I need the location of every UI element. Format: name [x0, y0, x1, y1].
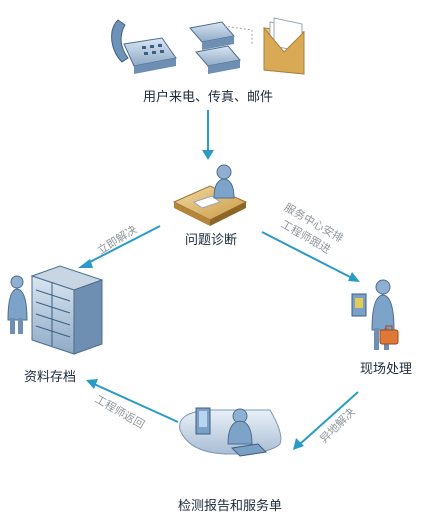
- arrow-contact-to-diagnose: [202, 110, 214, 160]
- mail-icon: [263, 17, 305, 75]
- person-icon: [7, 275, 28, 334]
- arrow-onsite-to-report: [293, 391, 359, 450]
- contact-label: 用户来电、传真、邮件: [143, 89, 273, 105]
- telephone-icon: [111, 19, 177, 74]
- report-label: 检测报告和服务单: [178, 498, 282, 514]
- diagnose-label: 问题诊断: [185, 233, 237, 248]
- arrow-diagnose-to-onsite: [261, 231, 360, 282]
- arrow-report-to-archive: [86, 379, 179, 423]
- tablet-icon: [351, 293, 367, 317]
- archive-label: 资料存档: [24, 370, 76, 385]
- onsite-label: 现场处理: [360, 362, 412, 377]
- arrow-diagnose-to-archive: [78, 225, 161, 268]
- edge-label-engineer-return: 工程师返回: [93, 393, 147, 432]
- workstation-icon: [179, 407, 282, 457]
- person-at-desk-icon: [172, 164, 248, 226]
- fax-machine-icon: [189, 21, 253, 74]
- server-rack-icon: [30, 265, 104, 355]
- briefcase-icon: [379, 325, 399, 345]
